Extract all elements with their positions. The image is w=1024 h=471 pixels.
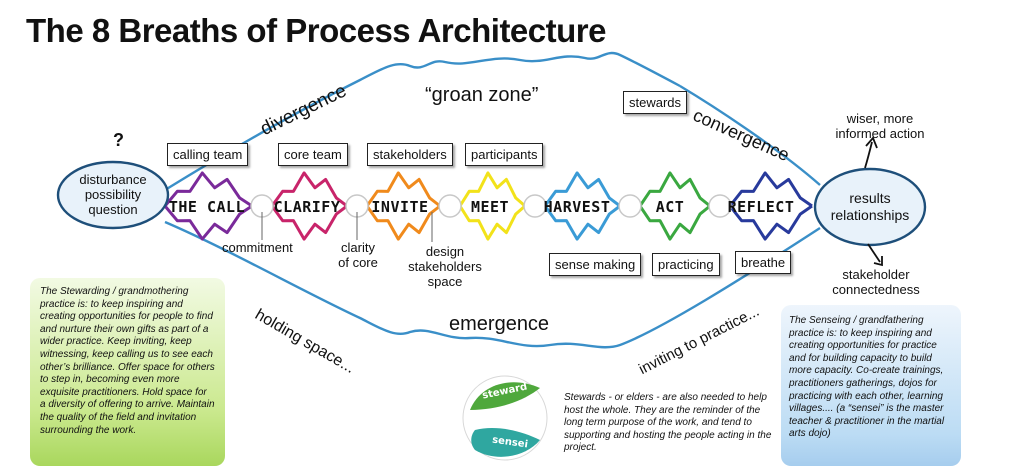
outcome-wiser-line-2: informed action [835, 126, 925, 141]
step-harvest: HARVEST [543, 198, 611, 216]
step-joint-5 [618, 194, 642, 218]
steward-sensei-logo [462, 375, 548, 461]
end-oval-text: results relationships [815, 190, 925, 224]
outcome-stakeholder-line-2: connectedness [832, 282, 920, 297]
step-joint-3 [438, 194, 462, 218]
step-joint-6 [708, 194, 732, 218]
label-emergence: emergence [449, 313, 550, 335]
tag-breathe: breathe [735, 251, 792, 274]
step-wave-reflect-top [728, 171, 813, 208]
outcome-stakeholder-line-1: stakeholder [842, 267, 910, 282]
step-reflect: REFLECT [727, 198, 795, 216]
step-wave-act-top [638, 171, 711, 208]
steps-group [163, 171, 813, 241]
step-wave-reflect-bottom [728, 204, 813, 241]
tag-core-team: core team [278, 143, 348, 166]
arrow-stakeholder [867, 243, 883, 267]
start-oval-text: disturbance possibility question [63, 172, 163, 217]
step-wave-clarify-bottom [270, 204, 348, 241]
end-oval-line-1: results [849, 190, 891, 206]
step-wave-clarify-top [270, 171, 348, 208]
tag-stakeholders: stakeholders [367, 143, 453, 166]
step-clarify: CLARIFY [273, 198, 341, 216]
step-invite: INVITE [371, 198, 429, 216]
label-clarity: clarity of core [333, 240, 383, 270]
outcome-stakeholder: stakeholder connectedness [826, 267, 926, 297]
tag-participants: participants [465, 143, 544, 166]
step-wave-meet-bottom [458, 204, 526, 241]
label-clarity-line-2: of core [338, 255, 378, 270]
step-wave-harvest-top [543, 171, 621, 208]
holding-space-line [164, 220, 821, 349]
label-design-line-3: space [427, 274, 463, 289]
step-wave-harvest-bottom [543, 204, 621, 241]
question-mark: ? [113, 130, 124, 150]
step-wave-invite-bottom [365, 204, 441, 241]
end-oval-line-2: relationships [830, 207, 910, 223]
start-oval [56, 160, 170, 230]
outcome-wiser: wiser, more informed action [830, 111, 930, 141]
convergence-line [679, 84, 821, 186]
step-meet: MEET [470, 198, 510, 216]
step-wave-the-call-bottom [163, 204, 253, 241]
divergence-line [164, 51, 681, 192]
label-design: design stakeholders space [400, 244, 490, 289]
senseing-panel: The Senseing / grandfathering practice i… [781, 305, 961, 466]
stewards-note: Stewards - or elders - are also needed t… [564, 392, 772, 453]
step-act: ACT [655, 198, 685, 216]
arrow-wiser [864, 136, 878, 169]
tag-stewards: stewards [623, 91, 688, 114]
end-oval [813, 167, 927, 247]
outcome-wiser-line-1: wiser, more [846, 111, 914, 126]
start-oval-line-2: possibility [84, 187, 142, 202]
stewarding-panel: The Stewarding / grandmothering practice… [30, 278, 225, 466]
label-clarity-line-1: clarity [341, 240, 375, 255]
tag-sense-making: sense making [549, 253, 642, 276]
label-commitment: commitment [222, 240, 293, 255]
step-wave-meet-top [458, 171, 526, 208]
step-the-call: THE CALL [168, 198, 246, 216]
tag-practicing: practicing [652, 253, 720, 276]
start-oval-line-3: question [88, 202, 138, 217]
step-joint-4 [523, 194, 547, 218]
page-title: The 8 Breaths of Process Architecture [26, 12, 606, 49]
label-design-line-1: design [425, 244, 465, 259]
tag-calling-team: calling team [167, 143, 249, 166]
label-design-line-2: stakeholders [408, 259, 482, 274]
step-wave-act-bottom [638, 204, 711, 241]
step-wave-the-call-top [163, 171, 253, 208]
label-groan-zone: “groan zone” [425, 84, 539, 106]
step-wave-invite-top [365, 171, 441, 208]
start-oval-line-1: disturbance [79, 172, 147, 187]
